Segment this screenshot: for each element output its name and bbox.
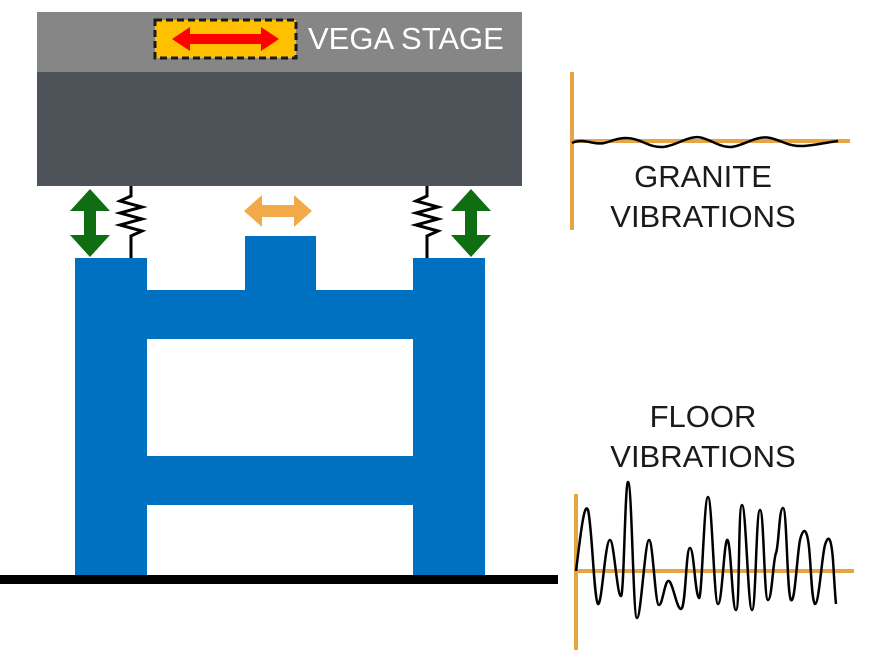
- spring-icon: [410, 186, 444, 258]
- floor-plot-label-line1: FLOOR: [650, 399, 757, 434]
- spring-icon: [114, 186, 148, 258]
- granite-vibration-plot: [570, 72, 850, 230]
- floor-vibration-plot: [574, 480, 854, 650]
- vertical-double-arrow-icon: [451, 189, 491, 257]
- floor-vibration-trace: [574, 480, 838, 620]
- horizontal-double-arrow-icon: [153, 18, 298, 60]
- floor-line: [0, 575, 558, 584]
- support-frame: [75, 236, 485, 576]
- granite-vibration-trace: [571, 135, 839, 149]
- granite-block: [37, 72, 522, 186]
- horizontal-double-arrow-icon: [244, 195, 312, 227]
- granite-plot-label-line1: GRANITE: [634, 159, 772, 194]
- floor-plot-label-line2: VIBRATIONS: [610, 439, 795, 474]
- vertical-double-arrow-icon: [70, 189, 110, 257]
- stage-label: VEGA STAGE: [308, 21, 504, 56]
- granite-plot-label-line2: VIBRATIONS: [610, 199, 795, 234]
